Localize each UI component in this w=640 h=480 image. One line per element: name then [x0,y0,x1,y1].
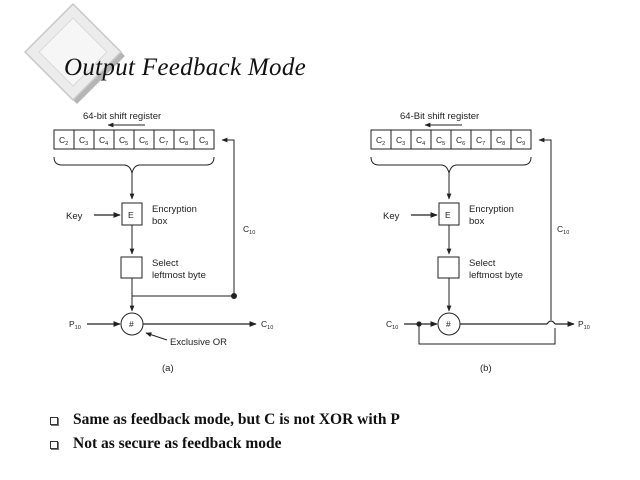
encryption-symbol-b: E [445,210,451,220]
bullet-text: Same as feedback mode, but C is not XOR … [73,411,400,428]
c10-input-label-b: C10 [386,319,398,331]
register-cell-b-2: C3 [396,135,405,147]
diagram-b: 64-Bit shift register C2 C3 C4 C5 C6 C7 … [370,111,590,374]
xor-label-a: Exclusive OR [170,337,227,348]
key-label-b: Key [383,211,400,222]
crossover-hop-b [546,320,556,325]
bullet-item: Same as feedback mode, but C is not XOR … [50,410,400,434]
select-label-b: Select [469,258,496,269]
feedback-line-a [132,137,235,297]
diamond-inner-shape [38,17,108,87]
register-cell-b-5: C6 [456,135,465,147]
select-label-a: Select [152,258,179,269]
bullet-item: Not as secure as feedback mode [50,434,400,458]
diagram-a: 64-bit shift register C2 C3 C4 C5 C6 C7 … [53,111,273,374]
xor-pointer-arrow-a [145,332,168,341]
square-bullet-icon [50,417,58,425]
select-box-a [120,256,143,279]
caption-a: (a) [162,363,174,374]
p10-label-a: P10 [69,319,81,331]
register-b-label: 64-Bit shift register [400,111,479,122]
register-cell-a-8: C9 [199,135,208,147]
encryption-sublabel-a: box [152,216,168,227]
select-box-b [437,256,460,279]
xor-symbol-b: # [446,319,451,329]
encryption-sublabel-b: box [469,216,485,227]
encryption-symbol-a: E [128,210,134,220]
register-cell-a-7: C8 [179,135,188,147]
register-cell-b-1: C2 [376,135,385,147]
c10-label-b: C10 [557,224,569,236]
register-cell-b-6: C7 [476,135,485,147]
register-cell-b-4: C5 [436,135,445,147]
slide-title: Output Feedback Mode [64,54,307,81]
register-b-brace [370,156,532,174]
bullet-text: Not as secure as feedback mode [73,435,282,452]
register-cell-a-6: C7 [159,135,168,147]
register-b-dividers [390,130,512,149]
register-a-label: 64-bit shift register [83,111,161,122]
encryption-label-a: Encryption [152,204,197,215]
feedback-line-b [538,137,552,320]
register-a-cells: C2 C3 C4 C5 C6 C7 C8 C9 [59,135,208,147]
select-sublabel-a: leftmost byte [152,270,206,281]
register-a-brace [53,156,215,174]
c10-output-label-a: C10 [261,319,273,331]
key-label-a: Key [66,211,83,222]
register-cell-b-8: C9 [516,135,525,147]
p10-output-label-b: P10 [578,319,590,331]
diamond-logo-icon [23,2,125,104]
register-cell-a-1: C2 [59,135,68,147]
square-bullet-icon [50,441,58,449]
loop-line-b [418,324,556,345]
xor-symbol-a: # [129,319,134,329]
register-cell-b-3: C4 [416,135,425,147]
register-cell-a-2: C3 [79,135,88,147]
register-cell-a-3: C4 [99,135,108,147]
select-sublabel-b: leftmost byte [469,270,523,281]
register-a-dividers [73,130,195,149]
c10-label-a: C10 [243,224,255,236]
bullet-list: Same as feedback mode, but C is not XOR … [50,410,400,458]
register-cell-a-5: C6 [139,135,148,147]
register-b-cells: C2 C3 C4 C5 C6 C7 C8 C9 [376,135,525,147]
encryption-label-b: Encryption [469,204,514,215]
register-cell-a-4: C5 [119,135,128,147]
caption-b: (b) [480,363,492,374]
register-cell-b-7: C8 [496,135,505,147]
